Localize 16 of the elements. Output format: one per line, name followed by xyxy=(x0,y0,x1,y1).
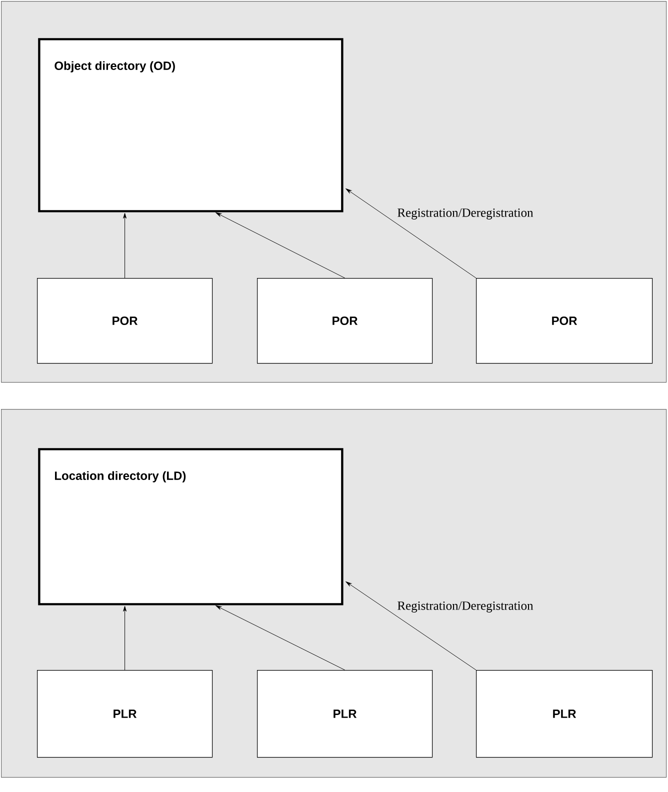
arrow xyxy=(346,582,476,670)
edge-label: Registration/Deregistration xyxy=(396,208,534,220)
process-box: POR xyxy=(476,278,653,364)
process-box: PLR xyxy=(257,670,433,758)
arrow xyxy=(216,605,346,670)
process-box: POR xyxy=(37,278,213,364)
arrow xyxy=(123,606,127,670)
arrow xyxy=(216,212,346,278)
process-box: PLR xyxy=(476,670,653,758)
process-box: PLR xyxy=(37,670,213,758)
directory-box: Location directory (LD) xyxy=(38,448,344,606)
arrow xyxy=(346,188,476,278)
directory-box: Object directory (OD) xyxy=(38,38,344,212)
process-box: POR xyxy=(257,278,433,364)
edge-label: Registration/Deregistration xyxy=(396,600,534,614)
arrow xyxy=(123,212,127,278)
